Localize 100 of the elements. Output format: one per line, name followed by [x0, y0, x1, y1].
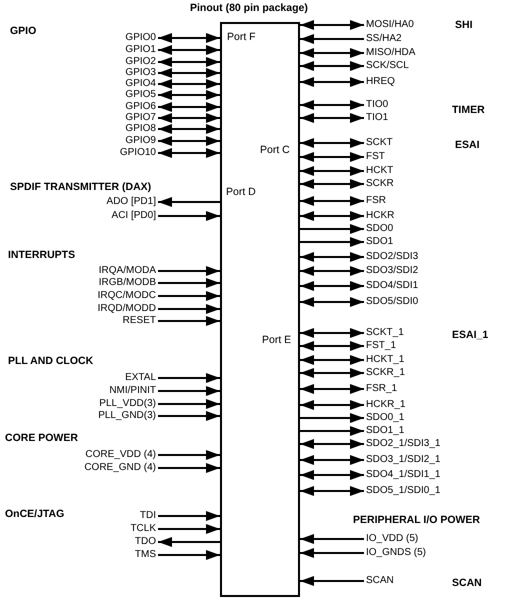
pin-arrow — [300, 77, 364, 87]
pin-arrow — [158, 316, 220, 326]
pin-label: TMS — [134, 549, 156, 561]
group-heading: PERIPHERAL I/O POWER — [353, 514, 480, 527]
pin-arrow — [158, 136, 220, 146]
pin-label: HCKR — [366, 210, 394, 222]
group-heading: SHI — [455, 19, 473, 32]
port-label: Port D — [226, 186, 256, 198]
pin-arrow — [300, 548, 364, 558]
pin-label: MOSI/HA0 — [366, 19, 414, 31]
pin-arrow — [158, 148, 220, 158]
group-heading: INTERRUPTS — [8, 249, 76, 262]
pin-label: IO_VDD (5) — [366, 533, 418, 545]
pin-arrow — [300, 266, 364, 276]
pin-label: ACI [PD0] — [112, 210, 156, 222]
pin-label: FSR — [366, 195, 386, 207]
pin-label: TDO — [134, 536, 156, 548]
pin-arrow — [158, 33, 220, 43]
pin-label: GPIO10 — [120, 147, 156, 159]
pin-arrow — [300, 113, 364, 123]
pin-arrow — [300, 534, 364, 544]
pin-arrow — [158, 373, 220, 383]
pin-arrow — [300, 237, 364, 247]
group-heading: ESAI — [455, 139, 480, 152]
pin-arrow — [158, 304, 220, 314]
pin-label: GPIO4 — [125, 78, 156, 90]
diagram-title: Pinout (80 pin package) — [190, 2, 308, 15]
pin-arrow — [158, 124, 220, 134]
pin-label: MISO/HDA — [366, 47, 416, 59]
pin-arrow — [300, 400, 364, 410]
pin-arrow — [300, 34, 364, 44]
group-heading: SCAN — [452, 577, 482, 590]
pin-arrow — [300, 341, 364, 351]
pin-label: IO_GNDS (5) — [366, 547, 426, 559]
pin-arrow — [158, 45, 220, 55]
pin-label: FST — [366, 151, 385, 163]
pin-arrow — [158, 550, 220, 560]
pin-label: IRQC/MODC — [98, 290, 156, 302]
pin-label: ADO [PD1] — [106, 196, 156, 208]
pin-arrow — [300, 48, 364, 58]
chip-block — [220, 22, 300, 597]
pin-label: SDO2/SDI3 — [366, 251, 418, 263]
pin-arrow — [158, 399, 220, 409]
pin-arrow — [300, 166, 364, 176]
pin-label: GPIO6 — [125, 101, 156, 113]
pin-label: SDO2_1/SDI3_1 — [366, 438, 440, 450]
pin-arrow — [300, 486, 364, 496]
pin-label: SCKR_1 — [366, 367, 405, 379]
pin-label: SDO3_1/SDI2_1 — [366, 454, 440, 466]
pin-arrow — [158, 386, 220, 396]
pin-label: SCKT — [366, 137, 393, 149]
pin-arrow — [300, 100, 364, 110]
pin-label: SDO5/SDI0 — [366, 296, 418, 308]
port-label: Port E — [262, 334, 292, 346]
pin-label: NMI/PINIT — [109, 385, 156, 397]
pin-arrow — [300, 355, 364, 365]
pin-label: GPIO5 — [125, 89, 156, 101]
pin-label: SCAN — [366, 575, 394, 587]
pin-arrow — [300, 252, 364, 262]
pin-arrow — [300, 439, 364, 449]
pin-arrow — [158, 463, 220, 473]
pin-label: TIO1 — [366, 112, 388, 124]
pin-label: PLL_GND(3) — [98, 410, 156, 422]
pin-arrow — [158, 450, 220, 460]
pin-label: EXTAL — [125, 372, 156, 384]
pin-label: TIO0 — [366, 99, 388, 111]
pin-arrow — [158, 68, 220, 78]
pin-label: SDO4_1/SDI1_1 — [366, 469, 440, 481]
pin-label: SDO1_1 — [366, 425, 404, 437]
pin-arrow — [300, 281, 364, 291]
pin-label: FST_1 — [366, 340, 396, 352]
pin-arrow — [158, 102, 220, 112]
pin-arrow — [300, 368, 364, 378]
pin-label: HREQ — [366, 76, 395, 88]
pin-arrow — [300, 413, 364, 423]
pin-label: SCK/SCL — [366, 60, 409, 72]
pin-label: GPIO3 — [125, 67, 156, 79]
pin-arrow — [300, 152, 364, 162]
pin-arrow — [158, 211, 220, 221]
pin-label: FSR_1 — [366, 383, 398, 395]
pin-arrow — [158, 57, 220, 67]
group-heading: SPDIF TRANSMITTER (DAX) — [10, 181, 152, 194]
pin-label: SCKR — [366, 178, 394, 190]
pin-label: GPIO8 — [125, 123, 156, 135]
group-heading: PLL AND CLOCK — [8, 355, 94, 368]
pin-label: TDI — [140, 510, 156, 522]
pin-arrow — [300, 384, 364, 394]
pin-label: SS/HA2 — [366, 33, 402, 45]
pin-arrow — [300, 426, 364, 436]
pin-label: GPIO0 — [125, 32, 156, 44]
pin-label: CORE_VDD (4) — [85, 449, 156, 461]
pin-label: SDO4/SDI1 — [366, 280, 418, 292]
pin-label: RESET — [122, 315, 156, 327]
group-heading: GPIO — [10, 25, 36, 38]
pin-arrow — [300, 224, 364, 234]
group-heading: OnCE/JTAG — [5, 508, 64, 521]
pin-arrow — [300, 179, 364, 189]
port-label: Port C — [260, 144, 290, 156]
pin-label: SDO0_1 — [366, 412, 404, 424]
pin-arrow — [158, 113, 220, 123]
